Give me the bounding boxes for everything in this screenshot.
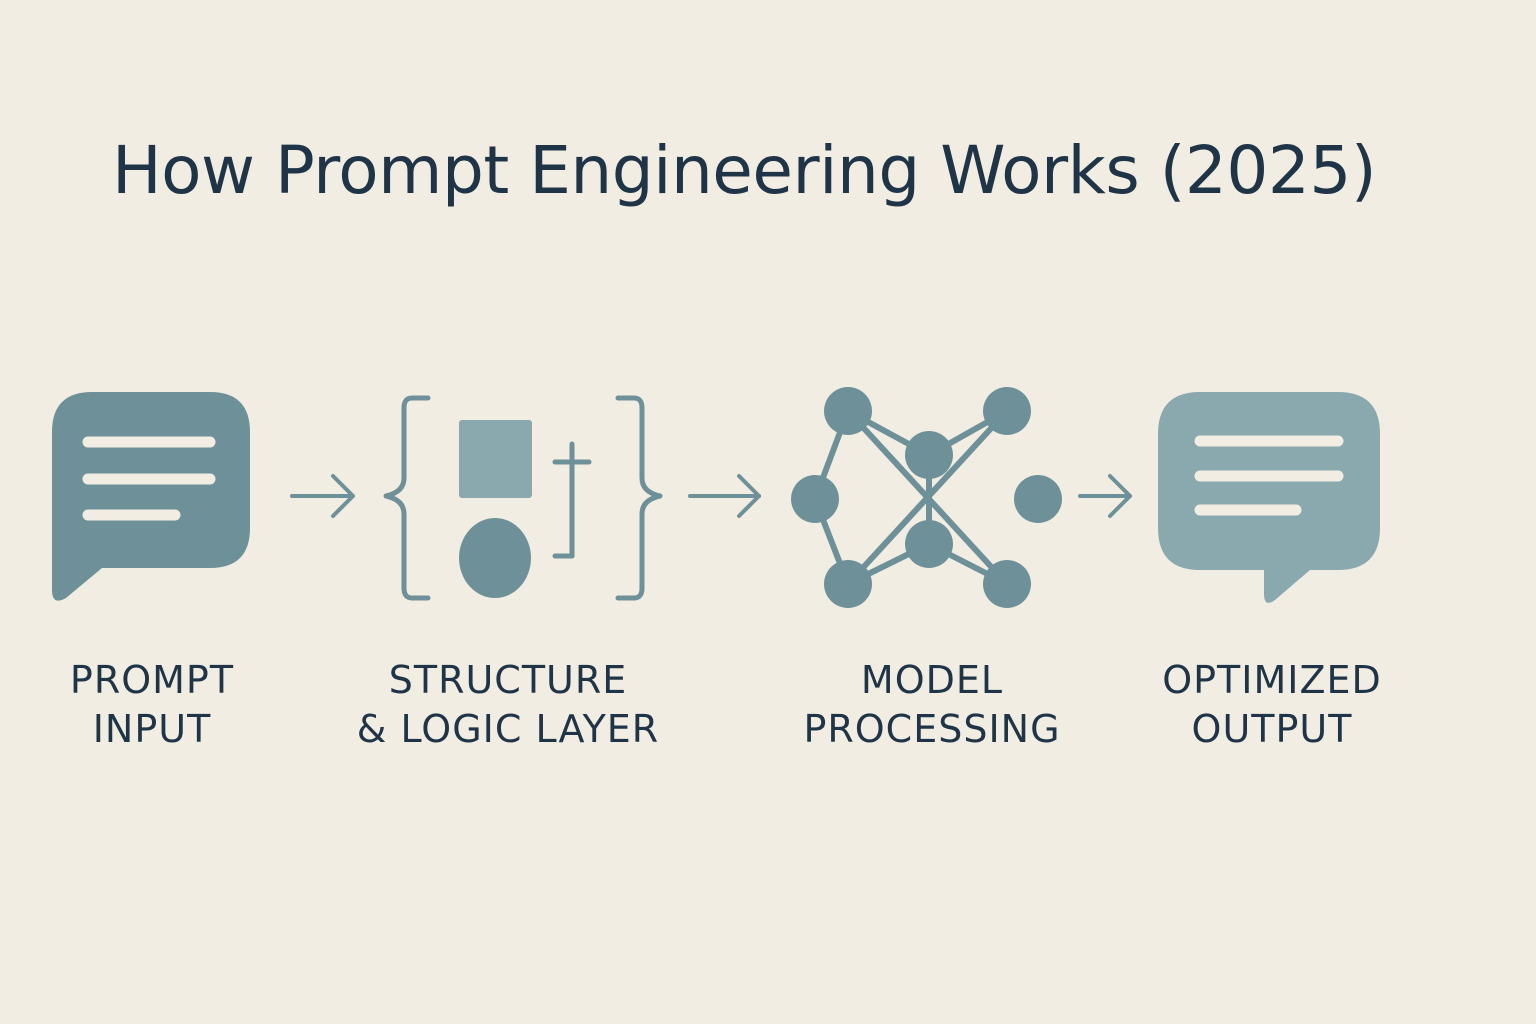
step-label-line: OUTPUT — [1191, 707, 1353, 751]
chat-bubble-output-icon — [1158, 392, 1380, 603]
step-label-structure-logic: STRUCTURE & LOGIC LAYER — [328, 656, 688, 754]
step-label-line: PROMPT — [69, 658, 235, 702]
neural-network-icon — [791, 387, 1062, 608]
arrow-right-icon — [688, 474, 761, 518]
arrow-right-icon — [1078, 474, 1132, 518]
step-label-model-processing: MODEL PROCESSING — [752, 656, 1112, 754]
step-label-line: & LOGIC LAYER — [356, 707, 660, 751]
step-label-optimized-output: OPTIMIZED OUTPUT — [1092, 656, 1452, 754]
step-label-line: INPUT — [92, 707, 212, 751]
step-label-line: PROCESSING — [803, 707, 1061, 751]
step-label-line: STRUCTURE — [388, 658, 628, 702]
page-title: How Prompt Engineering Works (2025) — [112, 132, 1377, 209]
chat-bubble-icon — [52, 392, 250, 601]
step-label-prompt-input: PROMPT INPUT — [0, 656, 332, 754]
arrow-right-icon — [290, 474, 355, 518]
structure-braces-icon — [383, 395, 663, 601]
step-label-line: OPTIMIZED — [1162, 658, 1382, 702]
step-label-line: MODEL — [860, 658, 1004, 702]
